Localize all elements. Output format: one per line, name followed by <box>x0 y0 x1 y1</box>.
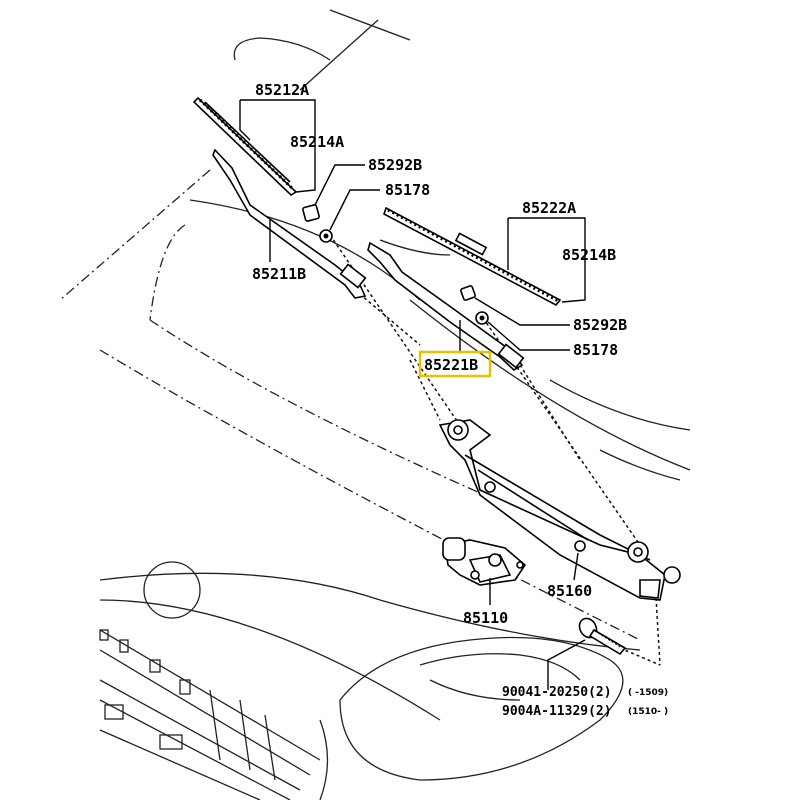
label-85292B-left[interactable]: 85292B <box>368 156 422 174</box>
wiper-motor <box>442 537 527 586</box>
label-bolt-2-range: (1510- ) <box>628 707 668 717</box>
leader-lines <box>239 99 586 690</box>
label-85214B[interactable]: 85214B <box>562 246 616 264</box>
left-wiper-blade <box>192 96 298 197</box>
part-labels: 85212A 85214A 85292B 85178 85211B 85222A… <box>252 81 668 719</box>
right-wiper-arm <box>367 241 525 372</box>
label-85178-left[interactable]: 85178 <box>385 181 430 199</box>
left-cap-and-nut <box>302 204 333 243</box>
label-85292B-right[interactable]: 85292B <box>573 316 627 334</box>
bolt <box>578 617 627 656</box>
car-body-outline <box>59 9 691 800</box>
label-85221B[interactable]: 85221B <box>424 356 478 374</box>
label-85214A[interactable]: 85214A <box>290 133 344 151</box>
right-cap-and-nut <box>460 285 489 325</box>
left-wiper-arm <box>212 148 367 299</box>
right-wiper-blade <box>383 206 562 307</box>
label-85110[interactable]: 85110 <box>463 609 508 627</box>
label-85178-right[interactable]: 85178 <box>573 341 618 359</box>
highlight-box <box>418 350 492 378</box>
label-bolt-2[interactable]: 9004A-11329(2) <box>502 704 612 719</box>
label-85222A[interactable]: 85222A <box>522 199 576 217</box>
label-bolt-1[interactable]: 90041-20250(2) <box>502 685 612 700</box>
label-bolt-1-range: ( -1509) <box>628 688 668 698</box>
wiper-link-assembly <box>438 419 681 601</box>
label-85160[interactable]: 85160 <box>547 582 592 600</box>
label-85212A[interactable]: 85212A <box>255 81 309 99</box>
label-85211B[interactable]: 85211B <box>252 265 306 283</box>
